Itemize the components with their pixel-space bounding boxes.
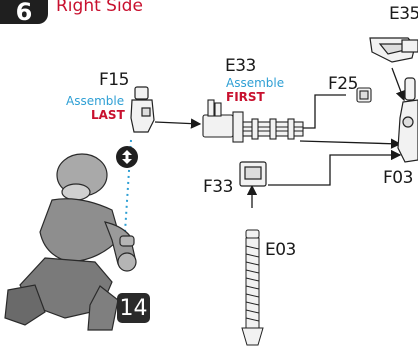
- label-f15-order: LAST: [91, 108, 125, 122]
- part-e35: [369, 37, 418, 63]
- step-header-badge: 6: [0, 0, 48, 26]
- part-f33: [239, 161, 267, 187]
- part-f25: [356, 87, 372, 103]
- part-f03: [397, 77, 418, 163]
- label-f15-note: Assemble: [66, 94, 125, 108]
- label-f25: F25: [328, 74, 358, 94]
- step-number-badge: 14: [117, 293, 150, 323]
- f33-to-f03-arrow: [268, 149, 402, 186]
- e35-to-f03-arrow: [391, 67, 406, 102]
- part-e33-gun: [202, 99, 304, 143]
- part-f15: [130, 86, 155, 133]
- label-e03: E03: [265, 240, 296, 260]
- label-e33-order: FIRST: [226, 90, 265, 104]
- label-f03: F03: [383, 168, 413, 188]
- side-title: Right Side: [56, 0, 143, 16]
- part-e03: [241, 229, 264, 346]
- soldier-figure: [4, 153, 137, 331]
- rotate-icon: [116, 146, 138, 168]
- f15-to-e33-arrow: [154, 118, 202, 129]
- label-e35: E35: [389, 4, 418, 24]
- label-f15: F15: [99, 70, 129, 90]
- e33-to-f03-arrow: [299, 138, 402, 149]
- label-e33-note: Assemble: [226, 76, 285, 90]
- label-f33: F33: [203, 177, 233, 197]
- step-number: 14: [119, 295, 148, 321]
- label-e33: E33: [225, 56, 256, 76]
- step-header-number: 6: [15, 0, 33, 26]
